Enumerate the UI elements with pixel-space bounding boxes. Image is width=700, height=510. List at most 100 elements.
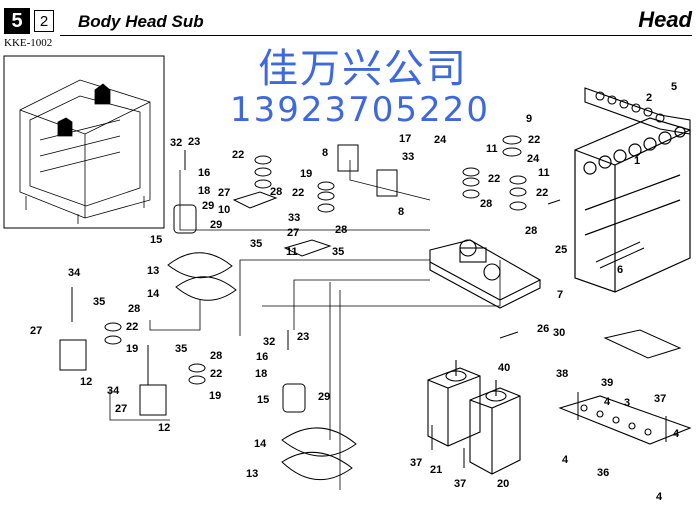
part-label: 37 (654, 393, 666, 405)
part-label: 1 (634, 155, 640, 167)
part-label: 33 (402, 151, 414, 163)
part-label: 4 (656, 491, 663, 503)
part-label: 28 (525, 225, 537, 237)
part-label: 26 (537, 323, 549, 335)
top-bar (584, 87, 691, 135)
header-rule (60, 35, 692, 36)
belt-bottom (281, 427, 357, 481)
part-label: 28 (128, 303, 140, 315)
part-label: 24 (527, 153, 540, 165)
part-label: 28 (210, 350, 222, 362)
part-label: 19 (209, 390, 221, 402)
part-label: 40 (498, 362, 510, 374)
part-label: 11 (486, 143, 498, 155)
part-label: 11 (538, 167, 550, 179)
bracket-11 (283, 239, 332, 257)
pin (547, 199, 561, 205)
part-label: 18 (198, 185, 210, 197)
part-label: 15 (257, 394, 269, 406)
motor-21 (427, 360, 481, 447)
part-label: 4 (604, 396, 611, 408)
part-label: 12 (80, 376, 92, 388)
part-label: 8 (398, 206, 404, 218)
section-number: 5 (4, 8, 30, 34)
bottom-plate (558, 395, 692, 445)
part-label: 28 (270, 186, 282, 198)
part-label: 13 (147, 265, 159, 277)
part-label: 11 (286, 246, 298, 258)
pulley-top (173, 204, 197, 234)
part-label: 23 (188, 136, 200, 148)
bearing-stacks (104, 135, 527, 385)
part-label: 25 (555, 244, 567, 256)
bracket-12a (59, 339, 87, 371)
part-label: 32 (263, 336, 275, 348)
part-label: 8 (322, 147, 328, 159)
part-label: 20 (497, 478, 509, 490)
guide-lines (109, 160, 501, 490)
sub-number: 2 (34, 10, 54, 32)
watermark-company: 佳万兴公司 (258, 46, 468, 92)
part-label: 9 (526, 113, 532, 125)
part-label: 35 (175, 343, 187, 355)
part-label: 37 (410, 457, 422, 469)
watermark-phone: 13923705220 (230, 90, 490, 130)
part-labels: 1 2 3 4 4 4 4 5 6 7 8 8 9 10 11 11 11 12… (30, 81, 680, 503)
comb-part (603, 329, 682, 359)
bracket-10 (232, 191, 278, 209)
part-label: 35 (250, 238, 262, 250)
part-label: 34 (68, 267, 81, 279)
part-label: 3 (624, 397, 630, 409)
part-label: 5 (671, 81, 677, 93)
part-label: 38 (556, 368, 568, 380)
part-label: 29 (318, 391, 330, 403)
page-title: Body Head Sub (78, 12, 204, 31)
part-label: 14 (254, 438, 267, 450)
bracket-8a (337, 144, 359, 172)
part-label: 27 (30, 325, 42, 337)
model-code: KKE-1002 (4, 37, 53, 49)
category-title: Head (638, 7, 692, 32)
shaft (595, 241, 645, 269)
part-label: 21 (430, 464, 442, 476)
part-label: 4 (673, 428, 680, 440)
part-label: 27 (287, 227, 299, 239)
part-label: 22 (536, 187, 548, 199)
part-label: 29 (202, 200, 214, 212)
bolts (71, 150, 667, 468)
part-label: 28 (480, 198, 492, 210)
part-label: 22 (292, 187, 304, 199)
part-label: 13 (246, 468, 258, 480)
header: 5 2 Body Head Sub Head (0, 0, 700, 40)
part-label: 32 (170, 137, 182, 149)
part-label: 12 (158, 422, 170, 434)
part-label: 22 (528, 134, 540, 146)
part-label: 14 (147, 288, 160, 300)
part-label: 27 (218, 187, 230, 199)
part-label: 35 (93, 296, 105, 308)
part-label: 39 (601, 377, 613, 389)
part-label: 22 (210, 368, 222, 380)
part-label: 35 (332, 246, 344, 258)
part-label: 23 (297, 331, 309, 343)
part-label: 2 (646, 92, 652, 104)
part-label: 10 (218, 204, 230, 216)
part-label: 27 (115, 403, 127, 415)
machine-thumbnail-frame (3, 55, 165, 229)
part-label: 7 (557, 289, 563, 301)
belt-top (167, 252, 237, 301)
base-plate (429, 239, 542, 309)
part-label: 24 (434, 134, 447, 146)
part-label: 36 (597, 467, 609, 479)
motor-20 (469, 380, 521, 475)
part-label: 22 (488, 173, 500, 185)
part-label: 34 (107, 385, 120, 397)
part-label: 19 (126, 343, 138, 355)
part-label: 17 (399, 133, 411, 145)
part-label: 28 (335, 224, 347, 236)
machine-thumbnail (19, 79, 151, 224)
part-label: 29 (210, 219, 222, 231)
part-label: 18 (255, 368, 267, 380)
part-label: 22 (126, 321, 138, 333)
